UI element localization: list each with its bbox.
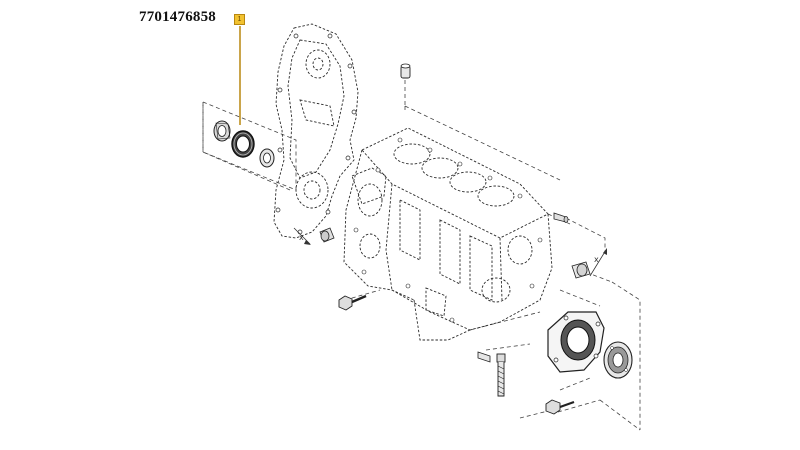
hex-bolt-left: [338, 294, 367, 311]
axis-marker-right: x: [589, 248, 607, 277]
axis-marker-left: x: [293, 227, 311, 245]
bearing-ring-part: [213, 120, 231, 142]
timing-cover-bolt-holes: [275, 33, 357, 235]
timing-cover-outline: [273, 23, 359, 239]
callout-marker[interactable]: 1: [234, 14, 245, 25]
dowel-pin-right-top: [553, 212, 569, 223]
svg-text:x: x: [299, 233, 304, 242]
engine-block-details: [353, 137, 543, 323]
stud-pin-center: [477, 351, 491, 363]
spacer-ring-part: [259, 148, 275, 168]
rear-oil-seal-ring: [603, 341, 633, 379]
long-bolt: [496, 353, 506, 397]
dowel-bushing-right: [571, 261, 591, 279]
assembly-guide-lines: [344, 80, 641, 431]
top-dowel-pin: [400, 63, 411, 79]
small-bolt-bottom: [545, 399, 575, 415]
part-number-label: 7701476858: [139, 9, 216, 25]
rear-seal-housing: [547, 311, 605, 373]
engine-block-outline: [343, 127, 553, 341]
dowel-bushing-left: [319, 227, 335, 243]
svg-text:x: x: [594, 255, 599, 264]
crankshaft-oil-seal-highlighted[interactable]: [231, 130, 255, 158]
